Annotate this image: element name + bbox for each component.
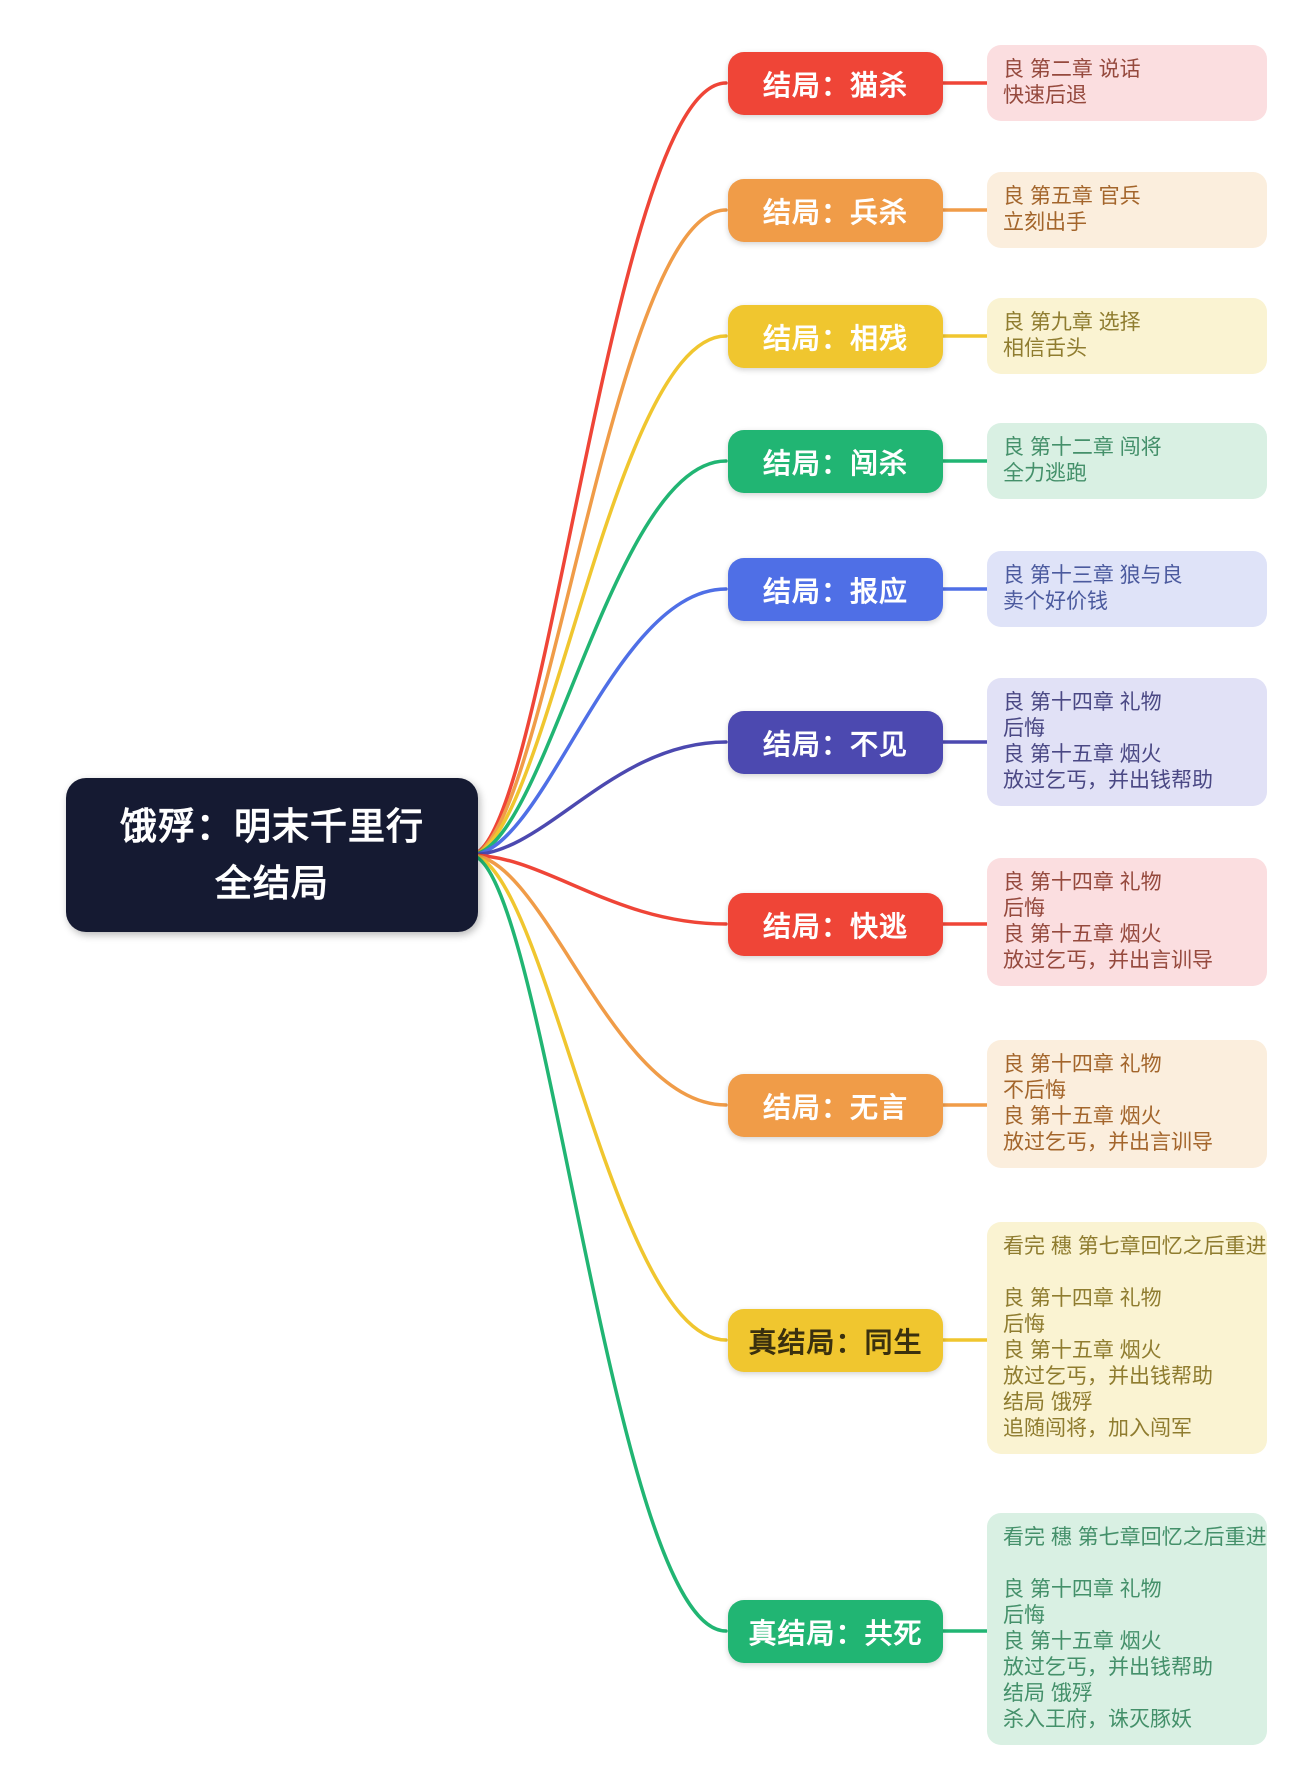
branch-node[interactable]: 结局：不见 — [728, 711, 943, 774]
branch-node[interactable]: 结局：无言 — [728, 1074, 943, 1137]
note-line: 追随闯将，加入闯军 — [1003, 1417, 1192, 1440]
branch-edge — [468, 853, 728, 1107]
branch-note[interactable]: 良 第十四章 礼物 后悔 良 第十五章 烟火 放过乞丐，并出言训导 — [987, 858, 1267, 986]
note-line: 相信舌头 — [1003, 337, 1087, 360]
note-line: 放过乞丐，并出言训导 — [1003, 1131, 1213, 1154]
note-line — [1003, 1551, 1251, 1577]
branch-node[interactable]: 真结局：同生 — [728, 1309, 943, 1372]
note-line: 良 第十三章 狼与良 — [1003, 564, 1183, 587]
note-line: 结局 饿殍 — [1003, 1682, 1093, 1705]
branch-node[interactable]: 结局：兵杀 — [728, 179, 943, 242]
branch-node[interactable]: 结局：猫杀 — [728, 52, 943, 115]
note-line: 良 第十四章 礼物 — [1003, 1287, 1162, 1310]
root-title-line1: 饿殍：明末千里行 — [120, 805, 424, 847]
note-line: 良 第十四章 礼物 — [1003, 1053, 1162, 1076]
branch-node[interactable]: 结局：报应 — [728, 558, 943, 621]
branch-note[interactable]: 良 第二章 说话 快速后退 — [987, 45, 1267, 121]
branch-node[interactable]: 结局：快逃 — [728, 893, 943, 956]
note-line: 后悔 — [1003, 717, 1045, 740]
note-line: 良 第五章 官兵 — [1003, 185, 1141, 208]
note-line: 快速后退 — [1003, 84, 1087, 107]
branch-note[interactable]: 良 第九章 选择 相信舌头 — [987, 298, 1267, 374]
note-line: 良 第十五章 烟火 — [1003, 923, 1162, 946]
branch-note[interactable]: 看完 穗 第七章回忆之后重进 良 第十四章 礼物 后悔 良 第十五章 烟火 放过… — [987, 1513, 1267, 1745]
note-line: 良 第十五章 烟火 — [1003, 1339, 1162, 1362]
note-line: 放过乞丐，并出钱帮助 — [1003, 769, 1213, 792]
note-line: 卖个好价钱 — [1003, 590, 1108, 613]
note-line: 良 第九章 选择 — [1003, 311, 1141, 334]
note-line: 立刻出手 — [1003, 211, 1087, 234]
branch-node[interactable]: 结局：相残 — [728, 305, 943, 368]
branch-note[interactable]: 良 第五章 官兵 立刻出手 — [987, 172, 1267, 248]
branch-edge — [468, 208, 728, 857]
note-line: 结局 饿殍 — [1003, 1391, 1093, 1414]
note-line: 放过乞丐，并出言训导 — [1003, 949, 1213, 972]
note-line: 后悔 — [1003, 1604, 1045, 1627]
note-line: 放过乞丐，并出钱帮助 — [1003, 1656, 1213, 1679]
root-node[interactable]: 饿殍：明末千里行 全结局 — [66, 778, 478, 932]
branch-edge — [468, 587, 728, 857]
branch-note[interactable]: 良 第十四章 礼物 后悔 良 第十五章 烟火 放过乞丐，并出钱帮助 — [987, 678, 1267, 806]
root-title-line2: 全结局 — [215, 863, 329, 904]
branch-edge — [468, 334, 728, 857]
note-line: 良 第十四章 礼物 — [1003, 871, 1162, 894]
branch-edge — [468, 81, 728, 857]
note-line: 看完 穗 第七章回忆之后重进 — [1003, 1235, 1267, 1258]
branch-node[interactable]: 结局：闯杀 — [728, 430, 943, 493]
note-line: 良 第二章 说话 — [1003, 58, 1141, 81]
branch-edge — [468, 853, 728, 1342]
note-line: 良 第十四章 礼物 — [1003, 691, 1162, 714]
branch-note[interactable]: 良 第十四章 礼物 不后悔 良 第十五章 烟火 放过乞丐，并出言训导 — [987, 1040, 1267, 1168]
branch-note[interactable]: 良 第十三章 狼与良 卖个好价钱 — [987, 551, 1267, 627]
branch-node[interactable]: 真结局：共死 — [728, 1600, 943, 1663]
note-line: 良 第十五章 烟火 — [1003, 1630, 1162, 1653]
branch-edge — [468, 459, 728, 857]
note-line: 良 第十五章 烟火 — [1003, 1105, 1162, 1128]
branch-edge — [468, 853, 728, 1633]
note-line: 杀入王府，诛灭豚妖 — [1003, 1708, 1192, 1731]
note-line: 良 第十二章 闯将 — [1003, 436, 1162, 459]
note-line: 良 第十四章 礼物 — [1003, 1578, 1162, 1601]
note-line: 不后悔 — [1003, 1079, 1066, 1102]
branch-note[interactable]: 看完 穗 第七章回忆之后重进 良 第十四章 礼物 后悔 良 第十五章 烟火 放过… — [987, 1222, 1267, 1454]
note-line: 看完 穗 第七章回忆之后重进 — [1003, 1526, 1267, 1549]
branch-note[interactable]: 良 第十二章 闯将 全力逃跑 — [987, 423, 1267, 499]
note-line: 后悔 — [1003, 897, 1045, 920]
note-line: 放过乞丐，并出钱帮助 — [1003, 1365, 1213, 1388]
note-line: 良 第十五章 烟火 — [1003, 743, 1162, 766]
branch-edge — [468, 740, 728, 857]
note-line — [1003, 1260, 1251, 1286]
note-line: 后悔 — [1003, 1313, 1045, 1336]
note-line: 全力逃跑 — [1003, 462, 1087, 485]
branch-edge — [468, 853, 728, 926]
